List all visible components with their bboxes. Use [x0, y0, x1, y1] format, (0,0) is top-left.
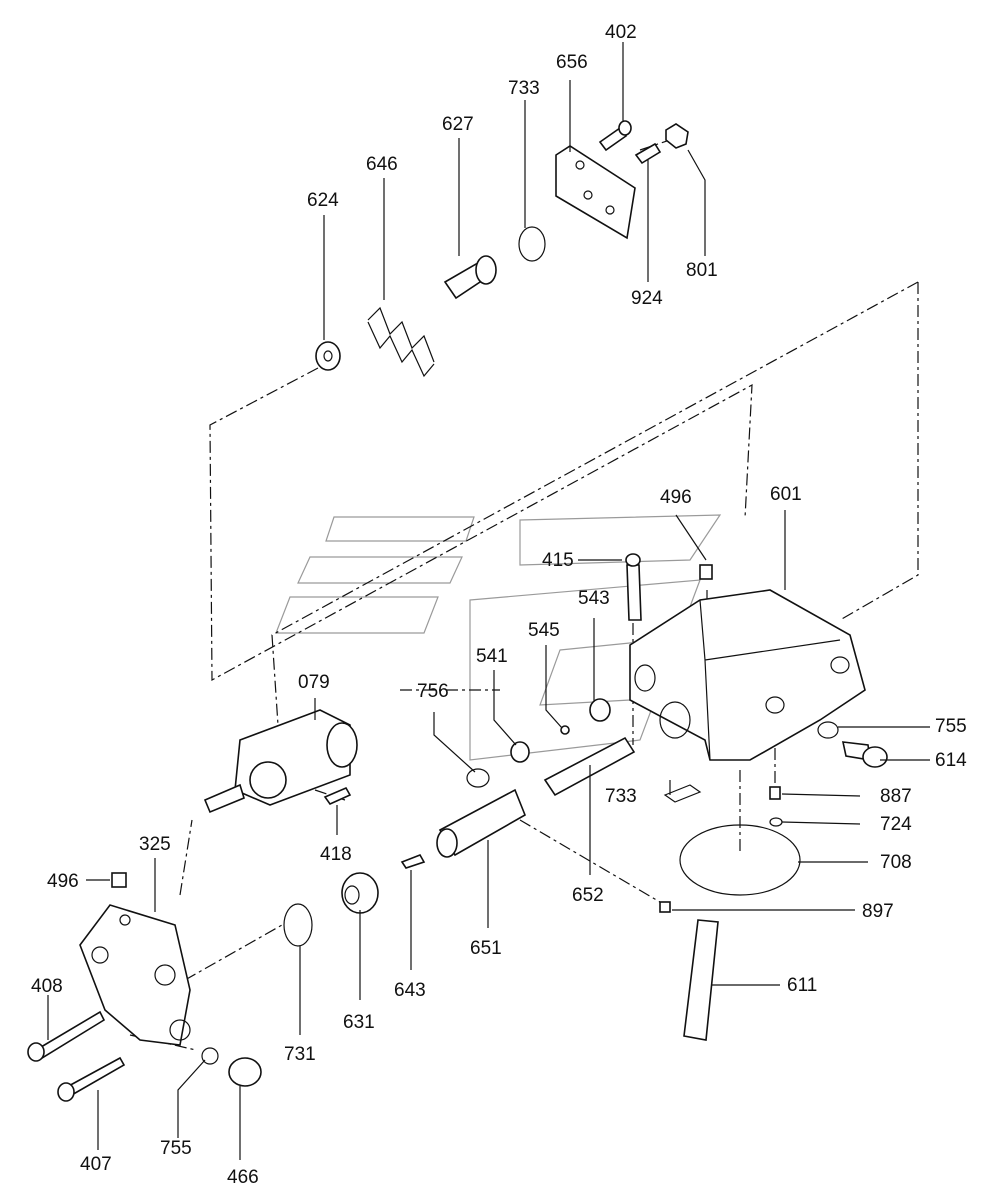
label-731: 731 [284, 1044, 316, 1065]
part-labels: 402 656 733 627 646 624 801 924 496 601 … [31, 22, 967, 1188]
part-079-solenoid [203, 709, 358, 814]
part-924-screw [634, 142, 662, 165]
label-733-lower: 733 [605, 786, 637, 807]
part-601-housing [629, 589, 866, 761]
assembly-lines [129, 137, 919, 1051]
part-415-bolt [625, 553, 642, 621]
label-418: 418 [320, 844, 352, 865]
label-651: 651 [470, 938, 502, 959]
label-631: 631 [343, 1012, 375, 1033]
label-652: 652 [572, 885, 604, 906]
label-733: 733 [508, 78, 540, 99]
label-601: 601 [770, 484, 802, 505]
part-402-bolt [598, 120, 632, 152]
part-656-cover [555, 145, 636, 240]
part-541-seat [510, 741, 530, 763]
label-079: 079 [298, 672, 330, 693]
label-755-left: 755 [160, 1138, 192, 1159]
part-627-spool [443, 255, 497, 300]
label-656: 656 [556, 52, 588, 73]
label-407: 407 [80, 1154, 112, 1175]
label-614: 614 [935, 750, 967, 771]
label-801: 801 [686, 260, 718, 281]
label-496-left: 496 [47, 871, 79, 892]
label-887: 887 [880, 786, 912, 807]
part-733-oring-top [518, 226, 546, 262]
label-708: 708 [880, 852, 912, 873]
label-402: 402 [605, 22, 637, 43]
label-624: 624 [307, 190, 339, 211]
part-724-oring [769, 817, 783, 827]
label-543: 543 [578, 588, 610, 609]
part-651-sleeve [436, 788, 527, 858]
part-418-screw [323, 786, 352, 805]
part-407-bolt [57, 1056, 126, 1102]
part-731-oring [283, 903, 313, 947]
part-496-plug-top [699, 564, 713, 580]
label-756: 756 [417, 681, 449, 702]
part-624-seat [315, 341, 341, 371]
part-408-bolt [27, 1010, 106, 1062]
part-756-oring [466, 768, 490, 788]
part-733-gasket [663, 784, 702, 803]
label-646: 646 [366, 154, 398, 175]
part-614-plug [841, 741, 888, 768]
part-801-nut [665, 123, 689, 149]
label-325: 325 [139, 834, 171, 855]
label-408: 408 [31, 976, 63, 997]
part-755-oring-left [201, 1047, 219, 1065]
part-545-ball [560, 725, 570, 735]
label-924: 924 [631, 288, 663, 309]
label-415: 415 [542, 550, 574, 571]
part-755-oring-right [817, 721, 839, 739]
label-541: 541 [476, 646, 508, 667]
label-611: 611 [787, 975, 817, 996]
part-631-seat [341, 872, 379, 914]
label-643: 643 [394, 980, 426, 1001]
part-611-lever [683, 919, 719, 1041]
label-897: 897 [862, 901, 894, 922]
leader-lines [47, 42, 930, 1160]
part-646-spring [367, 306, 435, 378]
part-496-plug-left [111, 872, 127, 888]
part-466-plug [228, 1057, 262, 1087]
part-897-pin [659, 901, 671, 913]
part-708-oring-large [679, 824, 801, 896]
label-496-top: 496 [660, 487, 692, 508]
part-543-collar [589, 698, 611, 722]
part-887-pin [769, 786, 781, 800]
label-466: 466 [227, 1167, 259, 1188]
part-643-pin [400, 854, 426, 869]
label-545: 545 [528, 620, 560, 641]
label-724: 724 [880, 814, 912, 835]
label-755-right: 755 [935, 716, 967, 737]
part-325-block [79, 904, 191, 1046]
label-627: 627 [442, 114, 474, 135]
